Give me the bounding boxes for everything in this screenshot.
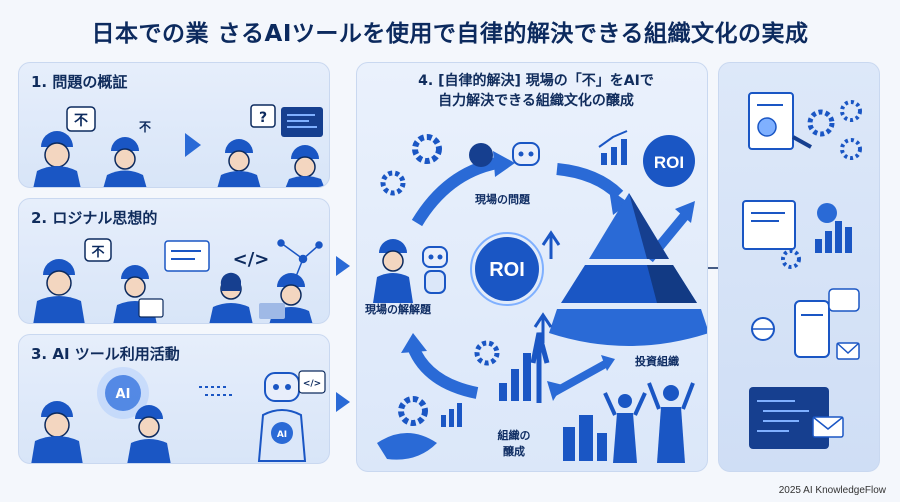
panel-autonomous-solution: 4. [自律的解決] 現場の「不」をAIで 自力解決できる組織文化の醸成 ROI — [356, 62, 708, 472]
worker-icon — [33, 131, 81, 187]
handshake-icon — [377, 433, 437, 460]
gear-icon — [474, 340, 500, 366]
worker-icon — [373, 239, 413, 303]
speech-bubble-icon — [84, 238, 112, 262]
worker-icon — [285, 145, 325, 187]
arrow-right-icon — [336, 392, 350, 412]
pyramid-icon — [549, 193, 707, 346]
robot-icon — [422, 246, 448, 294]
label-org-culture: 組織の 醸成 — [489, 427, 539, 459]
gear-icon — [412, 134, 442, 164]
label-org-line1: 組織の — [497, 429, 531, 442]
phone-icon — [794, 300, 830, 358]
worker-icon — [209, 272, 253, 323]
question-text: ? — [259, 110, 267, 126]
bar-chart-icon — [441, 403, 462, 427]
city-buildings-icon — [563, 415, 607, 461]
bubble-text: 不 — [74, 113, 88, 129]
panel-4-title-line1: 4. [自律的解決] 現場の「不」をAIで — [418, 73, 654, 89]
worker-icon — [127, 405, 171, 463]
robot-ai-text: AI — [277, 430, 287, 440]
ai-glow-icon — [105, 375, 141, 411]
bubble-text: 不 — [139, 120, 151, 134]
panel-3-label: 3. AI ツール利用活動 — [31, 345, 180, 363]
roi-badge-icon — [475, 237, 539, 301]
panel-2-illustration: 不 </> — [33, 238, 323, 323]
worker-icon — [217, 139, 261, 187]
gear-icon — [840, 100, 862, 122]
panel-5-illustration — [742, 92, 862, 449]
chat-bubble-icon — [828, 288, 860, 312]
code-bubble-icon — [298, 370, 326, 394]
question-bubble-icon — [250, 104, 276, 128]
envelope-icon — [812, 416, 844, 438]
speech-bubble-icon — [66, 106, 96, 132]
panel-3-illustration: AI AI </> — [31, 367, 326, 463]
credit-text: 2025 AI KnowledgeFlow — [778, 485, 886, 496]
growth-bars-icon — [499, 353, 531, 401]
bidirectional-arrow-icon — [551, 359, 609, 397]
celebrating-people-icon — [603, 382, 695, 463]
gear-icon — [807, 109, 835, 137]
report-icon — [742, 200, 796, 250]
roi-right-text: ROI — [654, 153, 684, 172]
robot-head-icon — [469, 143, 493, 167]
ai-badge-text: AI — [116, 387, 131, 402]
panel-4-title: 4. [自律的解決] 現場の「不」をAIで 自力解決できる組織文化の醸成 — [371, 71, 701, 111]
cycle-arrow-icon — [556, 163, 624, 200]
laptop-icon — [259, 303, 285, 319]
gear-icon — [398, 396, 428, 426]
roi-left-text: ROI — [489, 259, 525, 281]
gear-icon — [840, 138, 862, 160]
pie-chart-icon — [817, 203, 837, 223]
cycle-arrow-icon — [411, 157, 499, 227]
panel-4-illustration: ROI ROI — [373, 130, 707, 463]
panel-1-illustration: 不 不 ? — [33, 104, 325, 187]
bar-chart-icon — [815, 221, 852, 253]
panel-ai-tool-usage: 3. AI ツール利用活動 AI AI </> — [18, 334, 330, 464]
panel-2-label: 2. ロジナル思想的 — [31, 209, 158, 227]
page-title: 日本での業 さるAIツールを使用で自律的解決できる組織文化の実成 — [91, 21, 809, 47]
label-org-line2: 醸成 — [503, 445, 525, 458]
panel-4-title-line2: 自力解決できる組織文化の醸成 — [438, 93, 634, 109]
arrow-right-icon — [336, 256, 350, 276]
worker-icon — [33, 259, 85, 323]
worker-icon — [31, 401, 83, 463]
clipboard-icon — [138, 298, 164, 318]
cycle-arrow-icon — [407, 344, 479, 399]
robot-icon: AI — [257, 372, 307, 462]
arrow-right-icon — [185, 133, 201, 157]
robot-icon — [512, 142, 540, 166]
label-site-solve: 現場の解解題 — [365, 303, 431, 316]
up-arrow-icon — [541, 230, 561, 259]
code-symbol: </> — [303, 379, 321, 389]
roi-badge-icon — [643, 135, 695, 187]
label-site-problem: 現場の問題 — [475, 193, 530, 206]
worker-icon — [103, 137, 147, 187]
code-editor-icon — [749, 387, 829, 449]
code-symbol: </> — [233, 249, 270, 270]
hand-pointer-icon — [792, 135, 812, 149]
screen-icon — [164, 240, 210, 272]
panel-tool-outputs — [718, 62, 880, 472]
panel-problem-identification: 1. 問題の概証 不 不 ? — [18, 62, 330, 188]
gear-icon — [781, 249, 801, 269]
label-investment-org: 投資組織 — [635, 355, 679, 368]
bar-chart-icon — [601, 139, 627, 165]
panel-1-label: 1. 問題の概証 — [31, 73, 128, 91]
bubble-text: 不 — [91, 245, 104, 260]
gear-icon — [380, 170, 406, 196]
panel-original-thinking: 2. ロジナル思想的 不 </> — [18, 198, 330, 324]
